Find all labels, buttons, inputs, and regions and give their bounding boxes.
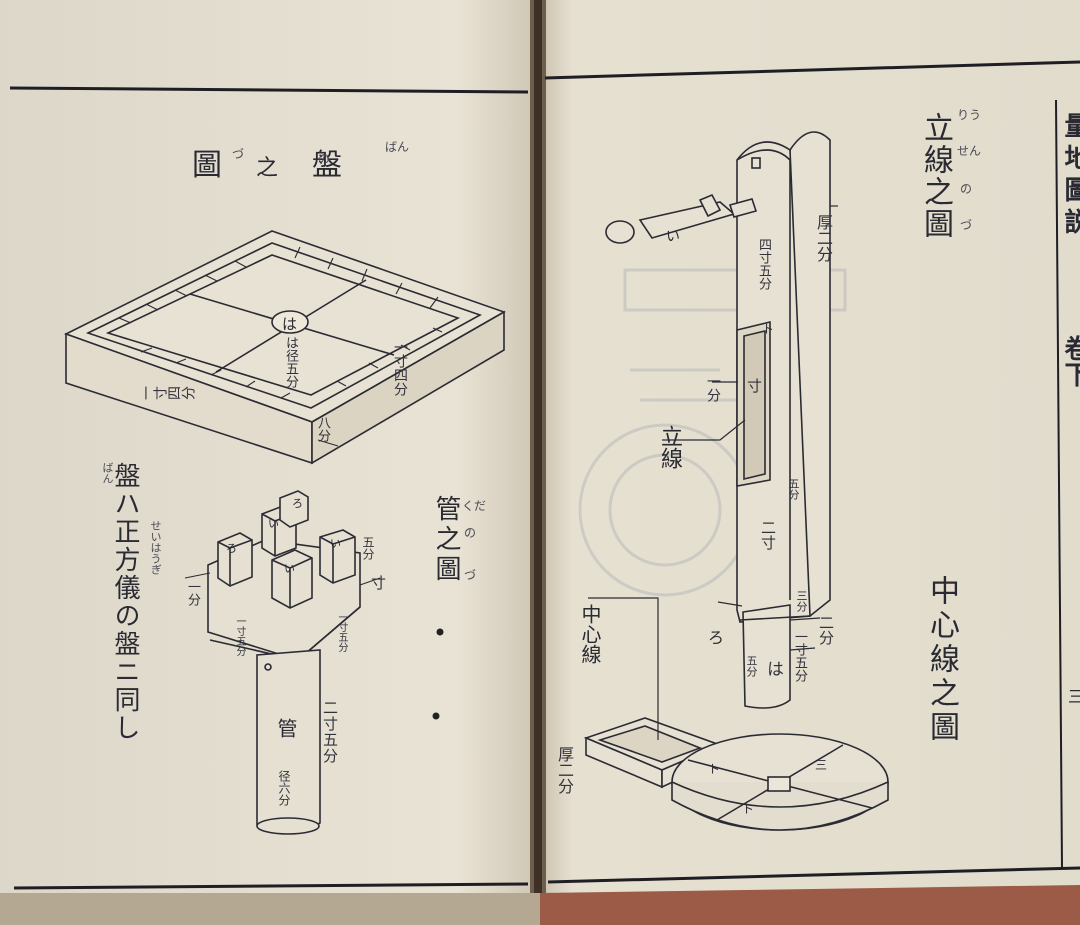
slit-label: ト [762, 322, 775, 336]
pole-ruby-4: づ [960, 218, 973, 232]
tube-sun: 寸 [369, 575, 387, 590]
board-drawing [63, 230, 506, 465]
pole-title: 立線之圖 [918, 112, 953, 240]
pole-nibu: 二分 [817, 615, 835, 645]
pole-sanbu: 三分 [795, 590, 808, 612]
pole-bottom-cell: 五分 [787, 478, 800, 500]
board-note: 盤ハ正方儀の盤ニ同し [110, 462, 140, 742]
center-line-title: 中心線之圖 [924, 575, 959, 745]
peg-i-label: い [666, 229, 680, 245]
board-title-char-2: 之 [256, 156, 313, 181]
slit-sun: 寸 [745, 378, 763, 393]
tube-ruby-no: の [464, 526, 477, 540]
tube-top-gobu: 五分 [361, 536, 375, 560]
board-diameter-label: は径五分 [283, 336, 298, 388]
pole-ro-label: ろ [708, 628, 725, 647]
disc-label-3: ト [742, 802, 755, 816]
tube-title: 管之圖 [431, 495, 461, 585]
board-title-char-1: 盤 [312, 148, 377, 183]
ruby-ban: ばん [385, 140, 410, 154]
tube-cell-3: ろ [292, 497, 303, 510]
page-number: 三 [1065, 688, 1080, 704]
note-ruby-ban: ばん [101, 462, 114, 484]
slit-ichibu: 一分 [705, 374, 721, 402]
pole-thickness-top: 厚二分 [814, 214, 833, 262]
ritsu-sen-label: 立線 [657, 425, 682, 469]
pole-upper-measure: 四寸五分 [756, 238, 771, 290]
pole-ha-label: は [763, 660, 783, 677]
ruby-zu: づ [232, 147, 245, 161]
tube-cell-5: い [284, 562, 295, 575]
tube-length: 二寸五分 [321, 700, 339, 764]
tube-diameter: 径六分 [277, 770, 291, 806]
tube-inner-1: 一寸五分 [234, 616, 245, 656]
pole-ruby-2: せん [957, 144, 982, 158]
pole-gobu: 五分 [745, 655, 758, 677]
tube-drawing [207, 490, 361, 835]
tube-cell-4: い [330, 537, 341, 550]
tube-ruby-kuda: くだ [462, 499, 487, 513]
note-ruby-seihougi: せいはうぎ [149, 520, 162, 575]
tube-ruby-zu: づ [464, 568, 477, 582]
pole-nisun: 二寸 [759, 520, 777, 550]
pole-ruby-3: の [960, 182, 973, 196]
board-thickness-label: 八分 [315, 416, 330, 442]
ruby-no: の [318, 152, 331, 166]
disc-label-1: ト [708, 762, 721, 776]
board-center-mark: は [282, 315, 298, 333]
tube-left-ichibu: 一分 [185, 580, 200, 606]
base-thickness-label: 厚二分 [555, 746, 574, 794]
volume-label: 卷下 [1060, 335, 1080, 387]
board-title-char-3: 圖 [192, 148, 256, 183]
tube-cell-2: い [268, 517, 279, 530]
board-side-label: 一寸四分 [392, 340, 408, 396]
chuushinsen-label: 中心線 [578, 604, 602, 664]
board-title: 圖之盤 [192, 140, 376, 184]
disc-label-2: 三 [815, 758, 828, 772]
book-title: 量地圖説 [1060, 112, 1080, 240]
tube-label: 管 [274, 718, 298, 738]
board-front-label: 一寸四分 [139, 386, 195, 402]
pole-ichisun-gobu: 一寸五分 [792, 630, 807, 682]
tube-cell-1: ろ [226, 542, 237, 555]
pole-ruby-1: りう [957, 108, 982, 122]
tube-inner-2: 一寸五分 [336, 612, 347, 652]
pole-drawing [583, 131, 889, 831]
